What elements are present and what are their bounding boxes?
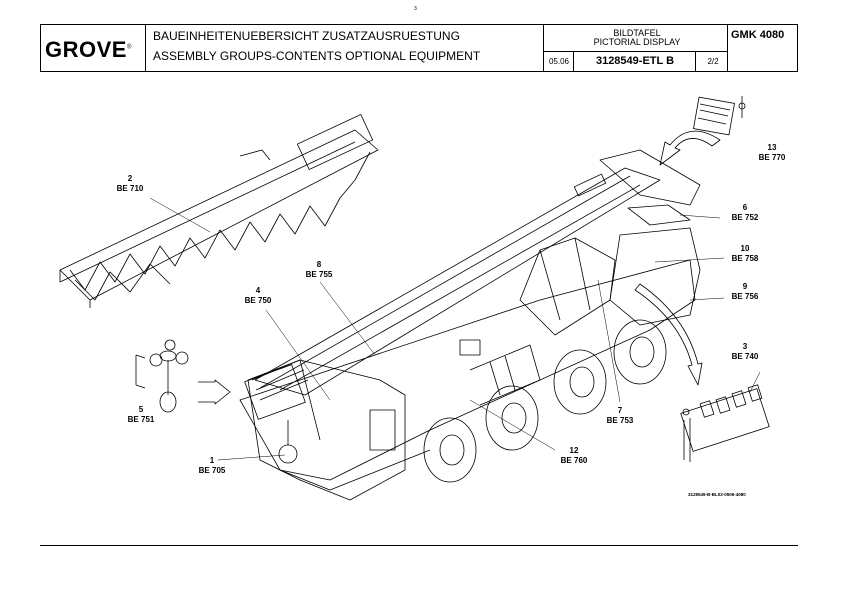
title-english: ASSEMBLY GROUPS-CONTENTS OPTIONAL EQUIPM… — [153, 49, 481, 63]
title-block: GROVE® BAUEINHEITENUEBERSICHT ZUSATZAUSR… — [40, 24, 798, 72]
document-number: 3128549-ETL B — [595, 55, 675, 67]
detail-3-drawing — [634, 283, 770, 462]
crane-body-drawing — [239, 149, 701, 501]
divider — [695, 51, 696, 71]
divider — [543, 25, 544, 71]
lattice-jib-drawing — [59, 114, 379, 308]
sheet-number: 2/2 — [707, 57, 719, 66]
bottom-rule — [40, 545, 798, 546]
plate-label-german: BILDTAFEL — [613, 28, 661, 38]
page-number: 3 — [414, 6, 417, 12]
wheels-drawing — [423, 319, 667, 483]
divider — [145, 25, 146, 71]
model-name: GMK 4080 — [731, 29, 785, 41]
plate-label-english: PICTORIAL DISPLAY — [593, 37, 681, 47]
divider — [543, 51, 727, 52]
divider — [727, 25, 728, 71]
title-german: BAUEINHEITENUEBERSICHT ZUSATZAUSRUESTUNG — [153, 29, 460, 43]
detail-13-drawing — [659, 96, 746, 166]
anemometer-drawing — [135, 339, 231, 413]
drawing-reference: 3128549-B-BL02-0506-4080 — [688, 492, 746, 497]
grove-logo: GROVE® — [45, 37, 132, 62]
issue-date: 05.06 — [548, 57, 570, 66]
divider — [573, 51, 574, 71]
leader-lines — [149, 197, 761, 461]
